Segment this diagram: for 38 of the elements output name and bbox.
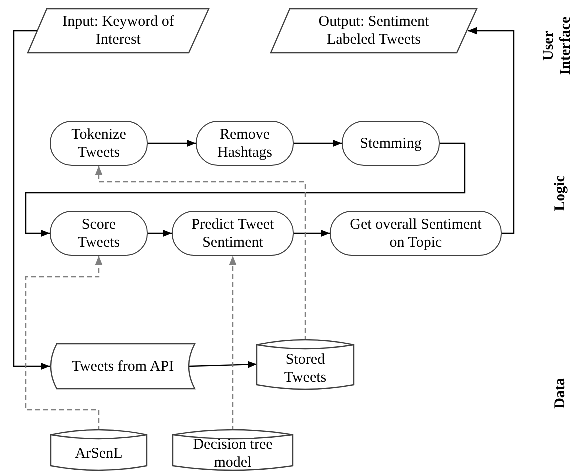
node-label: Score Tweets [76,216,122,252]
input-output-parallelogram [270,8,478,54]
process-terminator [330,211,502,256]
process-terminator [50,121,148,166]
dashed-arrow [25,256,103,431]
node-label: Predict Tweet Sentiment [190,216,276,252]
arrow [294,140,342,148]
layer-label: User Interface [541,16,575,78]
arrow [294,230,330,238]
database-cylinder [50,428,148,472]
arrow [188,361,258,368]
arrow [148,230,172,238]
node-label: Get overall Sentiment on Topic [349,216,483,252]
node-label: Tweets from API [70,358,176,376]
process-terminator [172,211,294,256]
arrow [13,30,50,370]
dashed-arrow [95,166,306,341]
arrow [468,27,515,234]
database-cylinder [256,338,355,391]
node-label: Output: Sentiment Labeled Tweets [318,13,430,49]
node-label: Remove Hashtags [216,126,274,162]
dashed-arrow [229,256,237,431]
process-terminator [196,121,294,166]
layer-label: Data [552,376,570,411]
node-label: Stored Tweets [283,350,328,386]
layer-label: Logic [552,174,570,214]
arrow [25,142,466,238]
input-output-parallelogram [27,8,210,54]
database-cylinder [172,428,294,472]
arrow [148,140,196,148]
node-label: ArSenL [74,445,124,463]
node-label: Input: Keyword of Interest [62,13,176,49]
process-terminator [50,211,148,256]
process-terminator [342,121,440,166]
data-tape-shape [50,343,196,390]
node-label: Decision tree model [192,436,274,472]
node-label: Stemming [359,134,423,152]
node-label: Tokenize Tweets [70,126,128,162]
